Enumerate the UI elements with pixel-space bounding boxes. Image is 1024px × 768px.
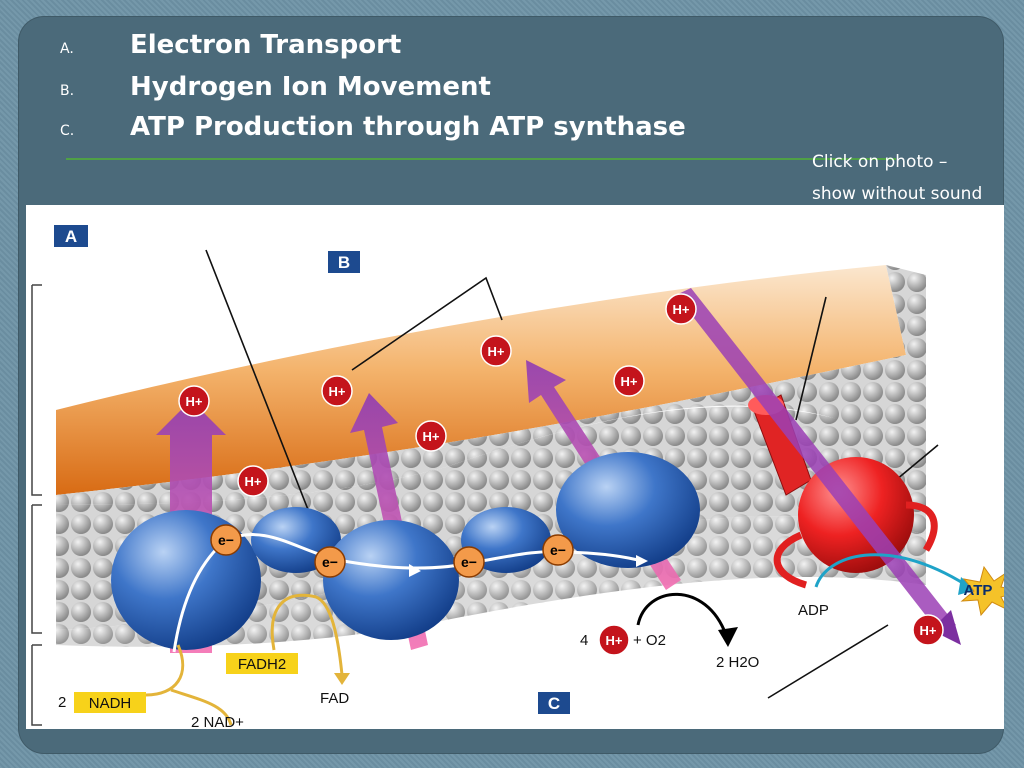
- complex-iv-protein: [556, 452, 700, 568]
- hplus-text: H+: [920, 623, 937, 638]
- leader-line: [351, 276, 503, 371]
- hplus-ion: H+: [415, 420, 447, 452]
- electron: e−: [542, 534, 574, 566]
- intermembrane-space: [56, 265, 906, 495]
- fadh2-label: FADH2: [238, 656, 286, 673]
- click-note-line: show without sound: [812, 184, 983, 204]
- hplus-ion: H+: [178, 385, 210, 417]
- electron-text: e−: [218, 532, 234, 548]
- hplus-text: H+: [245, 474, 262, 489]
- hplus-text: H+: [606, 633, 623, 648]
- bullet-text: Electron Transport: [130, 30, 402, 60]
- hplus-ion: H+: [912, 614, 944, 646]
- bullet-text: ATP Production through ATP synthase: [130, 112, 686, 142]
- divider-rule: [66, 158, 896, 160]
- atp-burst: [960, 565, 1004, 617]
- water-arrowhead: [718, 627, 738, 647]
- panel-a-badge: [54, 225, 88, 247]
- electron-text: e−: [322, 554, 338, 570]
- panel-b-label: B: [338, 253, 350, 272]
- hplus-ion: H+: [321, 375, 353, 407]
- panel-a-label: A: [65, 227, 77, 246]
- nadh-badge: [74, 692, 146, 713]
- panel-b-badge: [328, 251, 360, 273]
- click-note-line: Click on photo –: [812, 152, 948, 172]
- atp-label: ATP: [964, 582, 993, 599]
- electron: e−: [314, 546, 346, 578]
- complex-iii-protein: [323, 520, 459, 640]
- electron-path-arrowhead: [409, 564, 421, 577]
- bullet-letter: B.: [60, 83, 75, 99]
- rotation-arrow: [773, 531, 808, 589]
- electron-path-arrowhead: [636, 555, 648, 567]
- bracket-marker: [31, 644, 42, 726]
- electron: e−: [453, 546, 485, 578]
- hplus-ion: H+: [480, 335, 512, 367]
- electron-text: e−: [461, 554, 477, 570]
- bullet-list: A. Electron Transport B. Hydrogen Ion Mo…: [18, 16, 1004, 166]
- electron-transport-photo[interactable]: ATP H+ H+ H+ H+ H+ H+ H+ H+ H+ e− e− e− …: [26, 205, 1004, 729]
- leader-line: [795, 296, 827, 421]
- oxygen-coefficient: 4: [580, 632, 588, 649]
- fad-arrow: [270, 593, 344, 676]
- etc-diagram: ATP H+ H+ H+ H+ H+ H+ H+ H+ H+ e− e− e− …: [31, 225, 1004, 729]
- matrix-lipid-layer: [56, 505, 926, 647]
- electron-text: e−: [550, 542, 566, 558]
- oxygen-label: + O2: [633, 632, 666, 649]
- synthase-proton-arrowhead: [931, 610, 961, 645]
- hplus-ion: H+: [613, 365, 645, 397]
- bracket-marker: [31, 504, 42, 634]
- hplus-text: H+: [488, 344, 505, 359]
- nadh-label: NADH: [89, 695, 132, 712]
- nad-arrow: [170, 688, 233, 726]
- bullet-text: Hydrogen Ion Movement: [130, 72, 491, 102]
- leader-line: [767, 624, 889, 699]
- hplus-ion: H+: [237, 465, 269, 497]
- synthase-proton-arrow: [676, 288, 956, 635]
- adp-to-atp-arrowhead: [958, 577, 976, 595]
- fad-arrowhead: [334, 673, 350, 685]
- electron: e−: [210, 524, 242, 556]
- leader-line: [205, 249, 319, 536]
- water-arrow: [636, 592, 728, 636]
- hplus-text: H+: [329, 384, 346, 399]
- hplus-ion: H+: [598, 624, 630, 656]
- adp-label: ADP: [798, 602, 829, 619]
- panel-c-badge: [538, 692, 570, 714]
- hplus-ion: H+: [665, 293, 697, 325]
- bracket-marker: [31, 284, 42, 496]
- fadh2-badge: [226, 653, 298, 674]
- fad-label: FAD: [320, 690, 349, 707]
- rotation-arrow: [905, 501, 938, 552]
- hplus-text: H+: [186, 394, 203, 409]
- nadh-arrow: [145, 644, 185, 697]
- adp-to-atp-arrow: [814, 553, 967, 588]
- hplus-text: H+: [423, 429, 440, 444]
- hplus-text: H+: [673, 302, 690, 317]
- panel-c-label: C: [548, 694, 560, 713]
- bullet-letter: C.: [60, 123, 75, 139]
- hplus-text: H+: [621, 374, 638, 389]
- slide: A. Electron Transport B. Hydrogen Ion Mo…: [18, 16, 1004, 754]
- nad-label: 2 NAD+: [191, 714, 244, 729]
- nadh-coefficient: 2: [58, 694, 66, 711]
- bullet-letter: A.: [60, 41, 74, 57]
- click-note: Click on photo – show without sound: [812, 146, 982, 210]
- water-label: 2 H2O: [716, 654, 759, 671]
